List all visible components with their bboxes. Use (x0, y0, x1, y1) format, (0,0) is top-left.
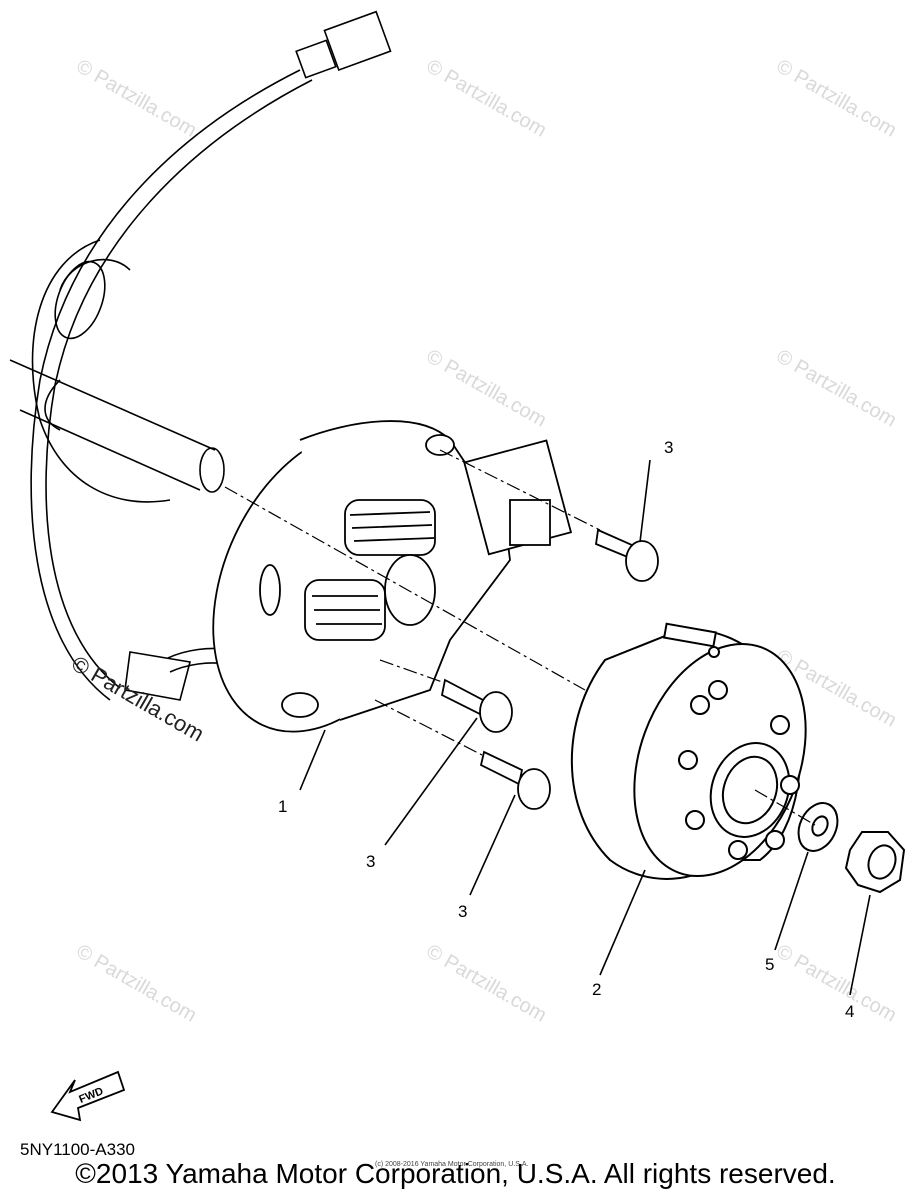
callout-1: 1 (278, 797, 287, 816)
callout-2: 2 (592, 980, 601, 999)
fine-print: (c) 2008-2016 Yamaha Motor Corporation, … (375, 1161, 529, 1168)
screws (440, 528, 659, 810)
fwd-arrow-icon: FWD (50, 1070, 126, 1122)
screw-mid-part (440, 678, 513, 733)
watermark-text: © Partzilla.com (73, 55, 201, 141)
watermark-text: © Partzilla.com (773, 940, 901, 1026)
screw-low-part (479, 750, 551, 810)
watermark-text: © Partzilla.com (423, 55, 551, 141)
watermark-dark: © Partzilla.com (68, 651, 209, 747)
callout-5: 5 (765, 955, 774, 974)
stator-assembly (212, 420, 573, 733)
washer-part (797, 802, 839, 852)
diagram-code: 5NY1100-A330 (20, 1140, 135, 1159)
wire-harness (30, 10, 392, 701)
screw-top-part (595, 528, 659, 582)
callout-3-low: 3 (458, 902, 467, 921)
copyright-notice: ©2013 Yamaha Motor Corporation, U.S.A. A… (75, 1158, 836, 1189)
callout-3-top: 3 (664, 438, 673, 457)
watermark-text: © Partzilla.com (423, 940, 551, 1026)
nut-part (844, 831, 906, 894)
callout-4: 4 (845, 1002, 854, 1021)
leader-lines (299, 459, 871, 996)
assembly-lines (224, 449, 816, 826)
callout-3-mid: 3 (366, 852, 375, 871)
crankcase-outline (9, 239, 225, 503)
watermark-text: © Partzilla.com (773, 55, 901, 141)
watermark-text: © Partzilla.com (423, 345, 551, 431)
rotor-flywheel (570, 622, 807, 880)
watermark-text: © Partzilla.com (73, 940, 201, 1026)
watermark-text: © Partzilla.com (773, 345, 901, 431)
